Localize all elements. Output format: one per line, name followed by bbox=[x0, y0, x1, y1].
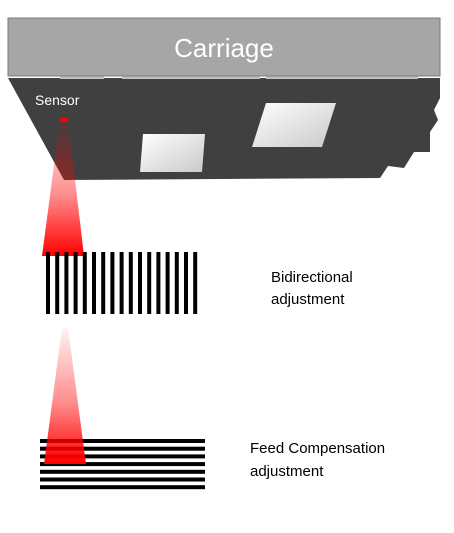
carriage-top bbox=[7, 17, 441, 77]
carriage-rail bbox=[266, 76, 418, 79]
pattern-line bbox=[156, 252, 161, 314]
sensor-beam bbox=[44, 328, 86, 464]
carriage-rail bbox=[60, 76, 104, 79]
bidirectional-label-line1: Bidirectional bbox=[271, 269, 353, 286]
bidirectional-pattern bbox=[46, 252, 198, 314]
pattern-line bbox=[40, 446, 205, 451]
pattern-line bbox=[101, 252, 106, 314]
pattern-line bbox=[40, 477, 205, 482]
carriage-label: Carriage bbox=[174, 33, 274, 63]
carriage-window bbox=[252, 103, 336, 147]
pattern-line bbox=[147, 252, 152, 314]
pattern-line bbox=[46, 252, 50, 314]
feed-compensation-label-line2: adjustment bbox=[250, 463, 324, 480]
carriage-rail bbox=[122, 76, 260, 79]
pattern-line bbox=[73, 252, 78, 314]
pattern-line bbox=[110, 252, 115, 314]
feed-compensation-label-line1: Feed Compensation bbox=[250, 440, 385, 457]
pattern-line bbox=[40, 454, 205, 459]
pattern-line bbox=[174, 252, 179, 314]
bidirectional-label-line2: adjustment bbox=[271, 291, 345, 308]
pattern-line bbox=[40, 462, 205, 467]
carriage-window bbox=[140, 134, 205, 172]
pattern-line bbox=[55, 252, 60, 314]
pattern-line bbox=[119, 252, 124, 314]
pattern-line bbox=[64, 252, 69, 314]
pattern-line bbox=[82, 252, 87, 314]
sensor-label: Sensor bbox=[35, 92, 80, 108]
pattern-line bbox=[193, 252, 198, 314]
pattern-line bbox=[138, 252, 142, 314]
sensor-beam bbox=[42, 120, 84, 256]
pattern-line bbox=[40, 439, 205, 443]
pattern-line bbox=[92, 252, 96, 314]
pattern-line bbox=[40, 469, 205, 474]
feed-compensation-pattern bbox=[40, 439, 205, 490]
pattern-line bbox=[40, 485, 205, 490]
pattern-line bbox=[165, 252, 170, 314]
pattern-line bbox=[128, 252, 133, 314]
pattern-line bbox=[184, 252, 188, 314]
